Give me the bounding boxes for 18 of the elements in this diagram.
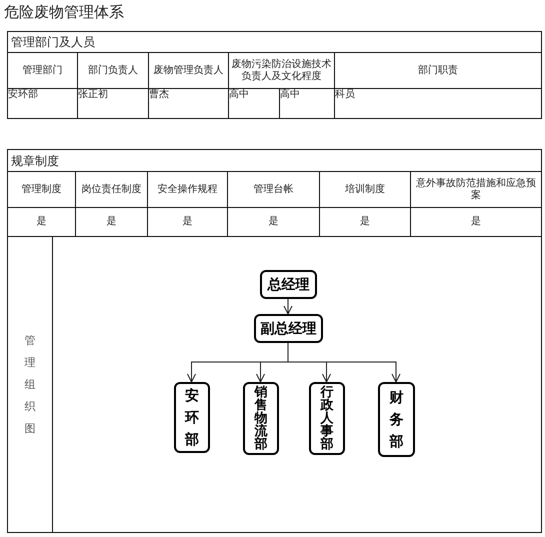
table-cell: 高中 — [228, 88, 280, 119]
org-box: 行政人事部 — [309, 382, 345, 455]
title: 危险废物管理体系 — [4, 3, 124, 22]
table-heading: 规章制度 — [7, 149, 542, 172]
arrow — [284, 298, 292, 314]
table-cell: 张正初 — [77, 88, 149, 119]
table-cell: 科员 — [334, 88, 542, 119]
org-box: 总经理 — [260, 270, 317, 299]
org-box: 副总经理 — [254, 314, 323, 343]
table-cell: 高中 — [279, 88, 335, 119]
table-heading: 管理部门及人员 — [7, 31, 542, 53]
org-box: 安环部 — [174, 382, 210, 453]
table-cell: 曹杰 — [148, 88, 229, 119]
table-cell: 管理组织图 — [7, 236, 53, 533]
arrow — [288, 342, 400, 382]
table-cell: 安环部 — [7, 88, 78, 119]
org-box: 财务部 — [378, 382, 415, 457]
org-box: 销售物流部 — [243, 382, 279, 455]
